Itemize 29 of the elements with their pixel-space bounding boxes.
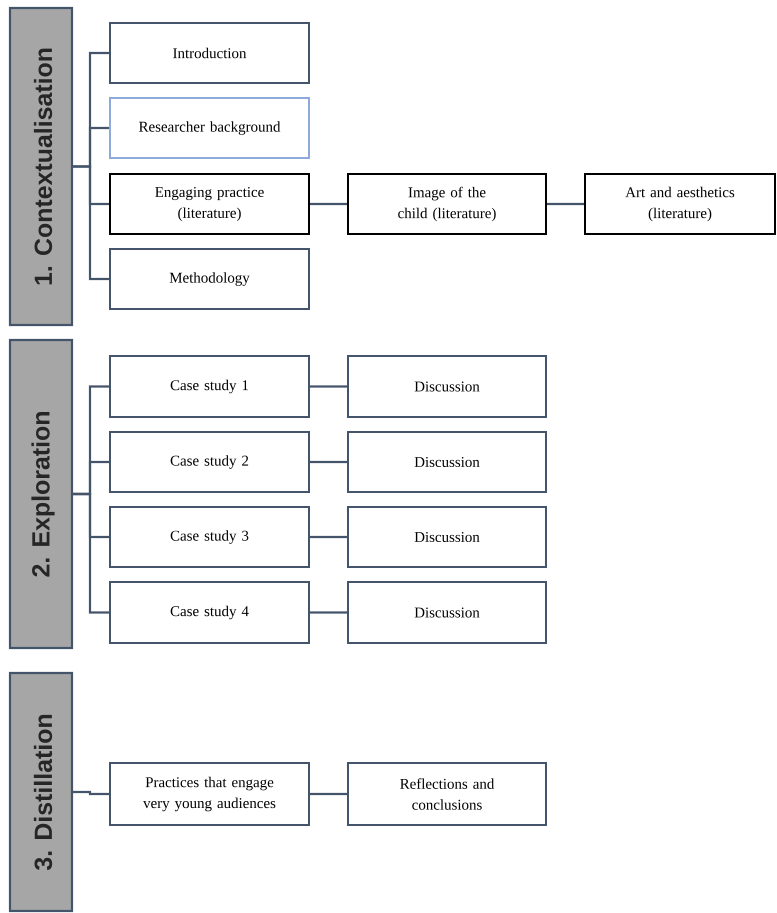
connector-line	[73, 165, 109, 280]
connector-line	[310, 536, 347, 538]
connector-line	[310, 202, 347, 206]
section-box: Introduction	[109, 22, 310, 84]
connector-line	[310, 385, 347, 388]
section-box: Art and aesthetics (literature)	[584, 173, 776, 235]
section-box: Discussion	[347, 581, 547, 644]
section-band: 1. Contextualisation	[8, 6, 74, 326]
section-box: Engaging practice (literature)	[109, 173, 310, 235]
connector-line	[310, 460, 347, 464]
connector-line	[310, 611, 347, 614]
connector-line	[310, 792, 347, 796]
section-box: Researcher background	[109, 97, 310, 159]
section-box: Discussion	[347, 431, 547, 493]
section-box: Methodology	[109, 248, 310, 310]
section-box: Reflections and conclusions	[347, 762, 547, 826]
section-box: Case study 4	[109, 581, 310, 644]
section-box: Image of the child (literature)	[347, 173, 547, 235]
section-band: 3. Distillation	[8, 672, 74, 912]
section-box: Case study 3	[109, 506, 310, 568]
section-box: Case study 1	[109, 355, 310, 418]
section-band: 2. Exploration	[8, 338, 74, 650]
connector-line	[73, 790, 109, 796]
section-box: Discussion	[347, 506, 547, 568]
section-box: Case study 2	[109, 431, 310, 493]
section-box: Discussion	[347, 355, 547, 418]
connector-line	[73, 492, 109, 614]
section-box: Practices that engage very young audiences	[109, 762, 310, 826]
connector-line	[547, 202, 584, 206]
